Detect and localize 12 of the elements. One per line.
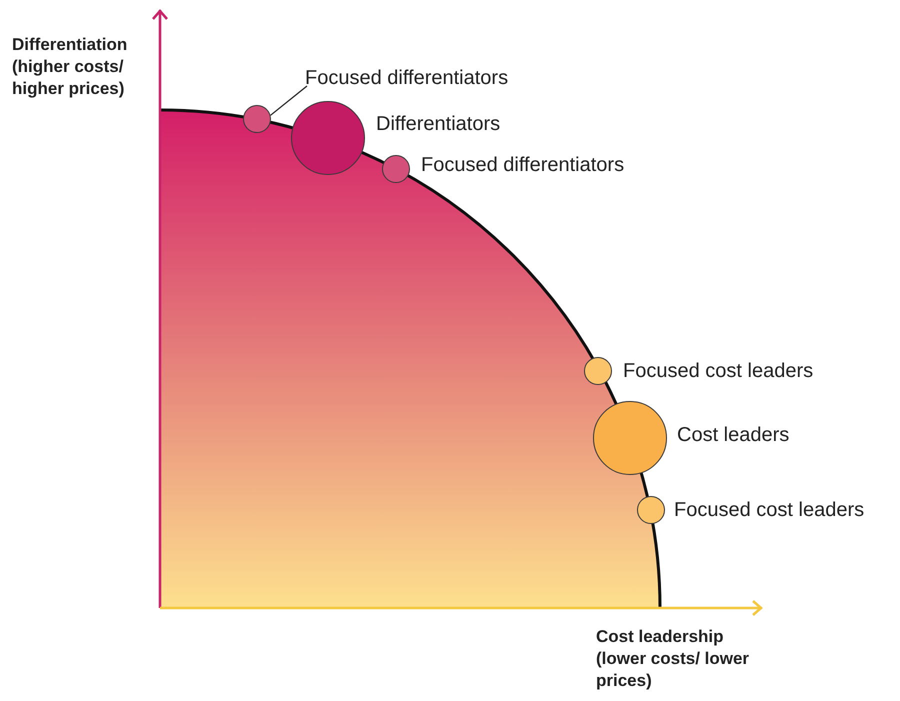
axis-title: Differentiation (higher costs/ higher prices) — [12, 34, 128, 100]
bubble-label: Cost leaders — [677, 423, 790, 447]
bubble-label: Differentiators — [376, 112, 500, 136]
leader-line — [270, 86, 308, 116]
axis-title: Cost leadership (lower costs/ lower prices) — [596, 626, 750, 692]
bubble-label: Focused cost leaders — [674, 498, 864, 522]
bubble — [243, 105, 271, 133]
bubble-label: Focused differentiators — [421, 153, 624, 177]
bubble — [382, 155, 410, 183]
bubble-label: Focused differentiators — [305, 66, 508, 90]
bubble-label: Focused cost leaders — [623, 359, 814, 383]
bubble — [637, 496, 665, 524]
